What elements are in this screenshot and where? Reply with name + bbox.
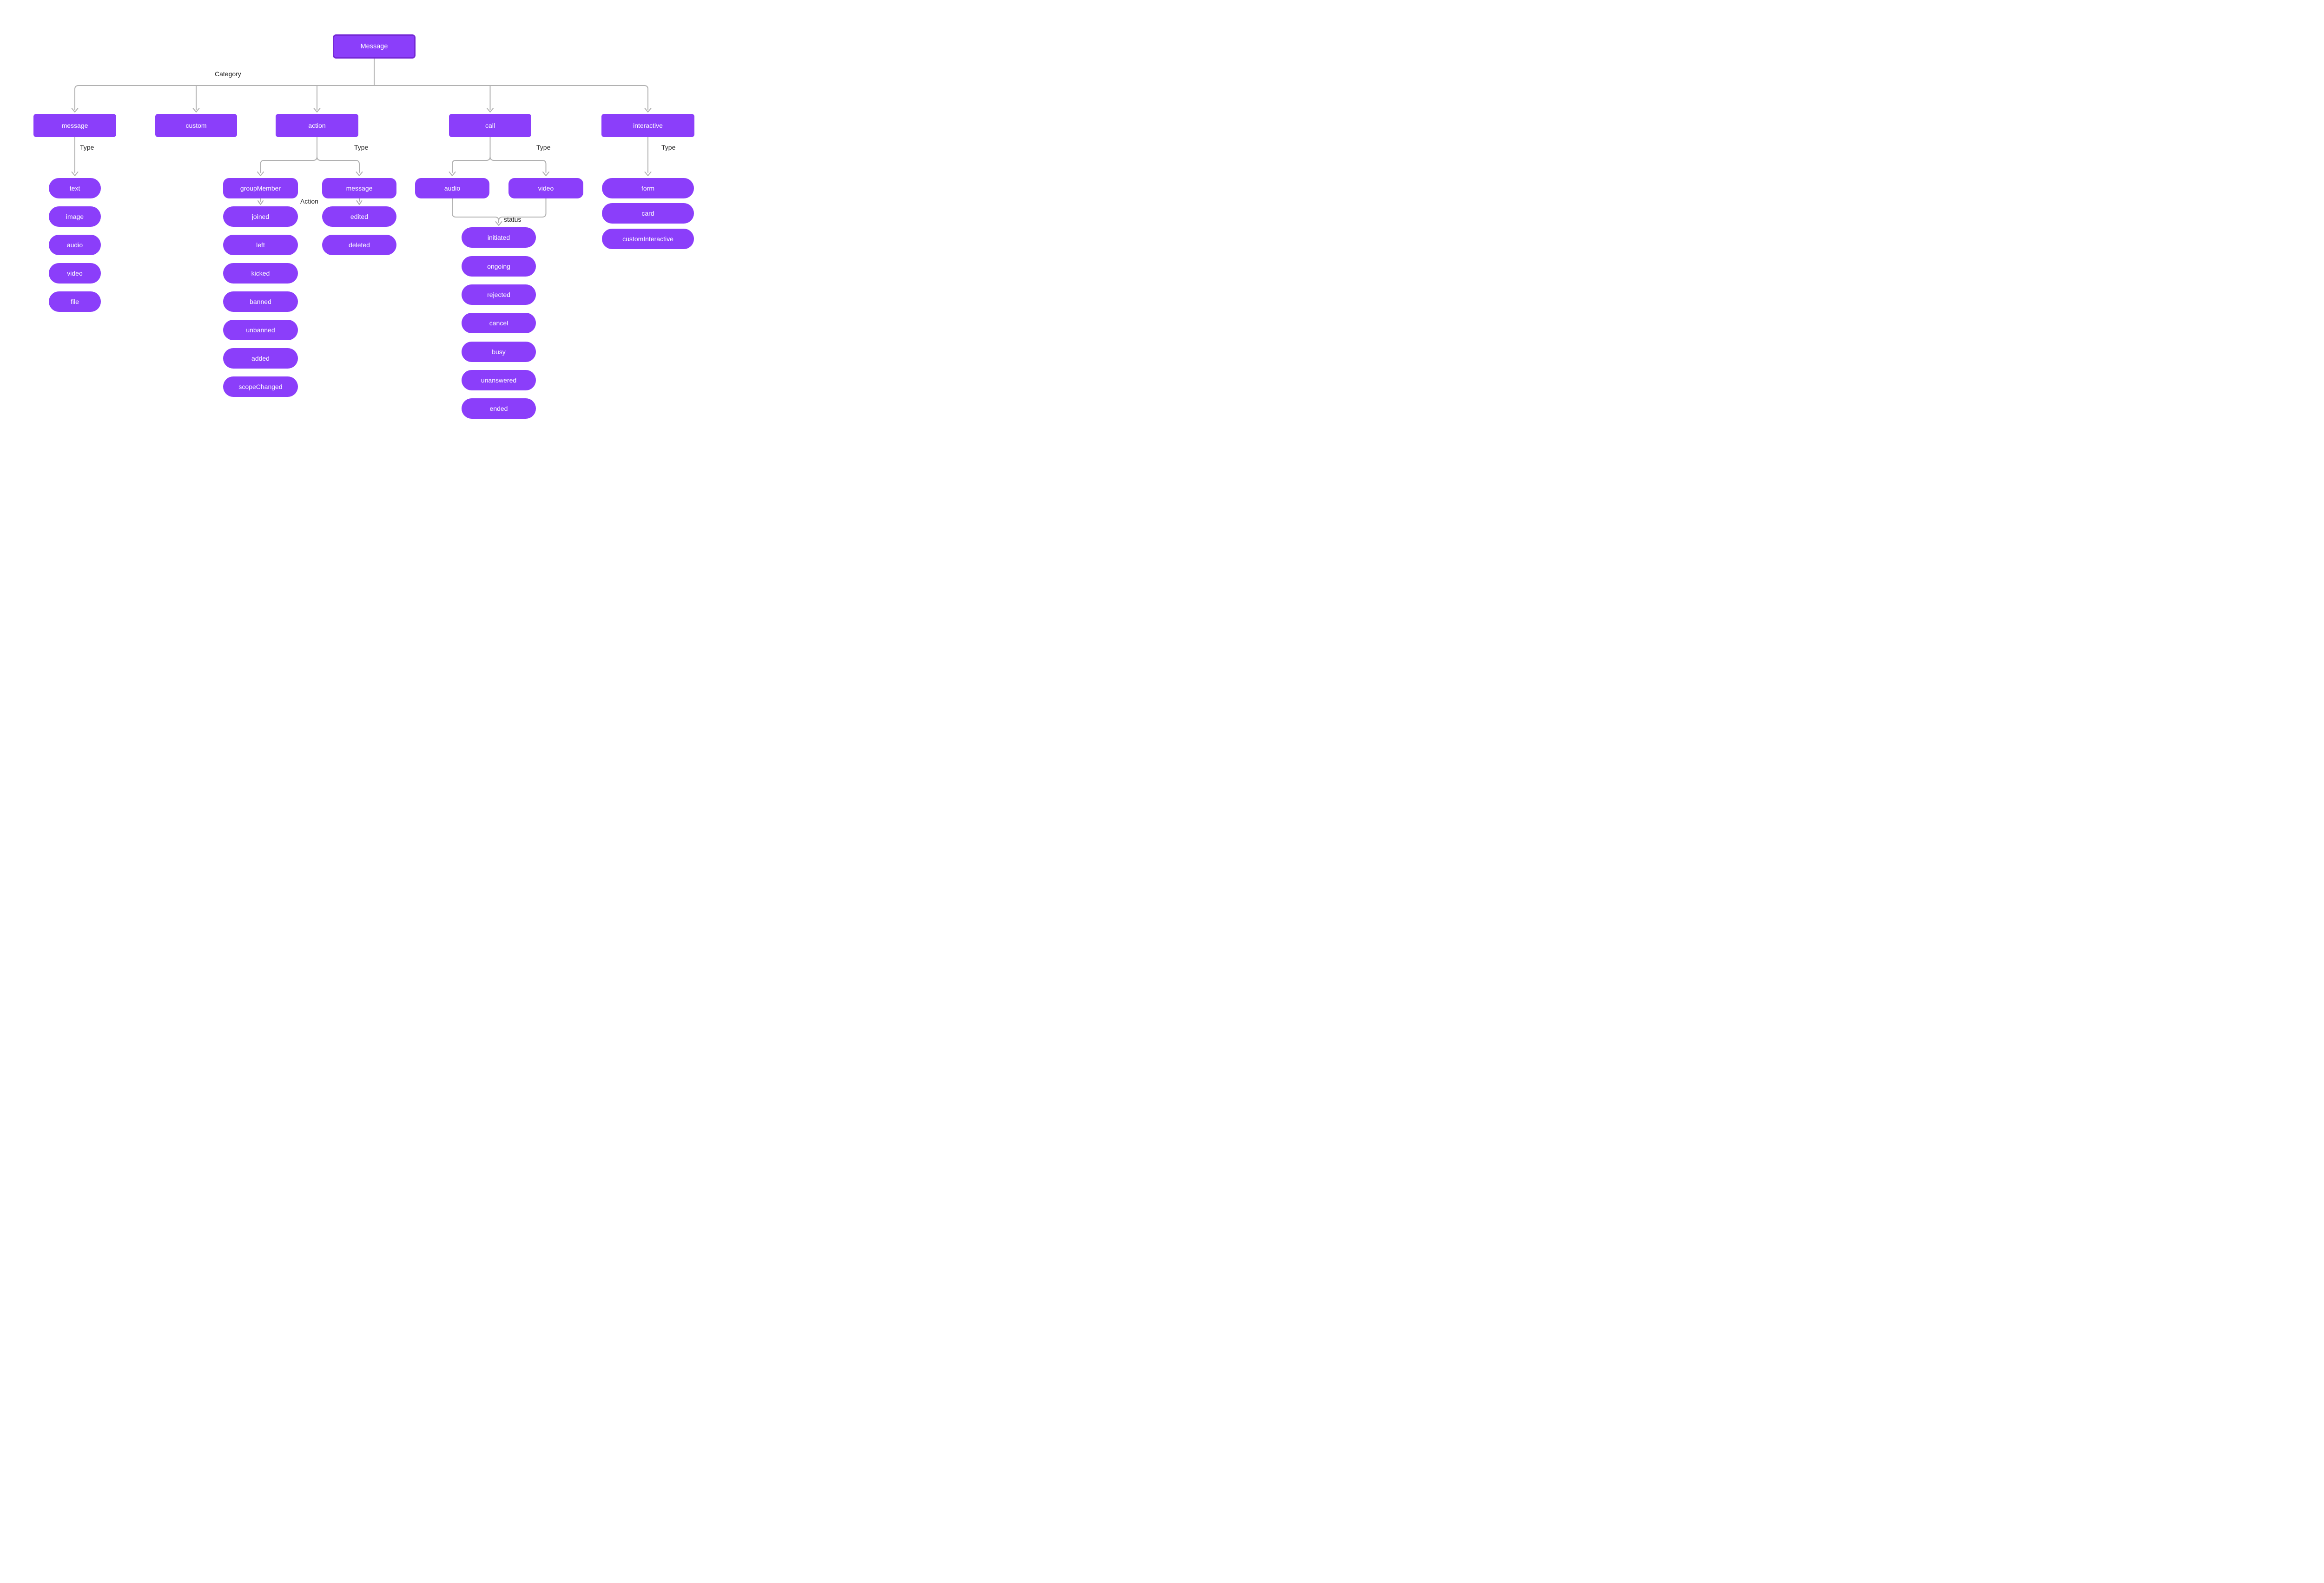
node-groupmember-joined: joined	[223, 206, 298, 227]
edge-label-type-message: Type	[80, 144, 94, 151]
arrowhead-audio	[449, 171, 456, 176]
node-category-interactive: interactive	[601, 114, 694, 137]
node-message-type-video: video	[49, 263, 101, 284]
node-call-status-ended: ended	[462, 398, 536, 419]
node-category-message: message	[33, 114, 116, 137]
edge-call-audio	[452, 137, 491, 173]
node-call-status-rejected: rejected	[462, 284, 536, 305]
node-call-status-busy: busy	[462, 342, 536, 362]
node-message-type-audio: audio	[49, 235, 101, 255]
edge-action-message2	[317, 137, 360, 173]
edge-label-type-call: Type	[536, 144, 551, 151]
node-call-type-video: video	[508, 178, 583, 198]
arrowhead-text	[71, 171, 79, 176]
edge-label-type-action: Type	[354, 144, 369, 151]
node-action-type-groupmember: groupMember	[223, 178, 298, 198]
node-message-type-file: file	[49, 291, 101, 312]
message-hierarchy-diagram: Category Type Type Type Type Action stat…	[0, 0, 729, 454]
arrowhead-joined	[257, 200, 264, 205]
arrowhead-action	[313, 108, 321, 112]
edge-label-action: Action	[300, 198, 318, 205]
node-groupmember-left: left	[223, 235, 298, 255]
node-groupmember-banned: banned	[223, 291, 298, 312]
edge-video-status	[498, 198, 547, 223]
node-interactive-type-custominteractive: customInteractive	[602, 229, 694, 249]
edge-audio-status	[452, 198, 499, 223]
node-message-action-deleted: deleted	[322, 235, 396, 255]
node-message-type-image: image	[49, 206, 101, 227]
arrowhead-initiated	[495, 221, 502, 226]
arrowhead-groupmember	[257, 171, 264, 176]
arrowhead-message2	[356, 171, 363, 176]
node-message-type-text: text	[49, 178, 101, 198]
arrowhead-interactive	[644, 108, 652, 112]
connector-lines	[71, 58, 652, 226]
arrowhead-form	[644, 171, 652, 176]
node-call-type-audio: audio	[415, 178, 489, 198]
edge-label-type-interactive: Type	[661, 144, 676, 151]
node-groupmember-unbanned: unbanned	[223, 320, 298, 340]
arrowhead-custom	[192, 108, 200, 112]
edge-label-category: Category	[215, 70, 241, 78]
edge-label-status: status	[504, 216, 522, 223]
edge-category-bus	[74, 85, 648, 110]
arrowhead-video	[542, 171, 549, 176]
node-call-status-initiated: initiated	[462, 227, 536, 248]
arrowhead-edited	[356, 200, 363, 205]
node-interactive-type-form: form	[602, 178, 694, 198]
node-call-status-unanswered: unanswered	[462, 370, 536, 390]
node-category-action: action	[276, 114, 358, 137]
edge-call-video	[489, 137, 547, 173]
node-category-custom: custom	[155, 114, 237, 137]
node-root-message: Message	[333, 34, 416, 59]
node-groupmember-scopechanged: scopeChanged	[223, 376, 298, 397]
node-category-call: call	[449, 114, 531, 137]
node-call-status-ongoing: ongoing	[462, 256, 536, 277]
node-groupmember-kicked: kicked	[223, 263, 298, 284]
node-action-type-message: message	[322, 178, 396, 198]
node-call-status-cancel: cancel	[462, 313, 536, 333]
node-interactive-type-card: card	[602, 203, 694, 224]
arrowhead-message	[71, 108, 79, 112]
node-groupmember-added: added	[223, 348, 298, 369]
node-message-action-edited: edited	[322, 206, 396, 227]
edge-action-groupmember	[260, 137, 317, 173]
arrowhead-call	[487, 108, 494, 112]
